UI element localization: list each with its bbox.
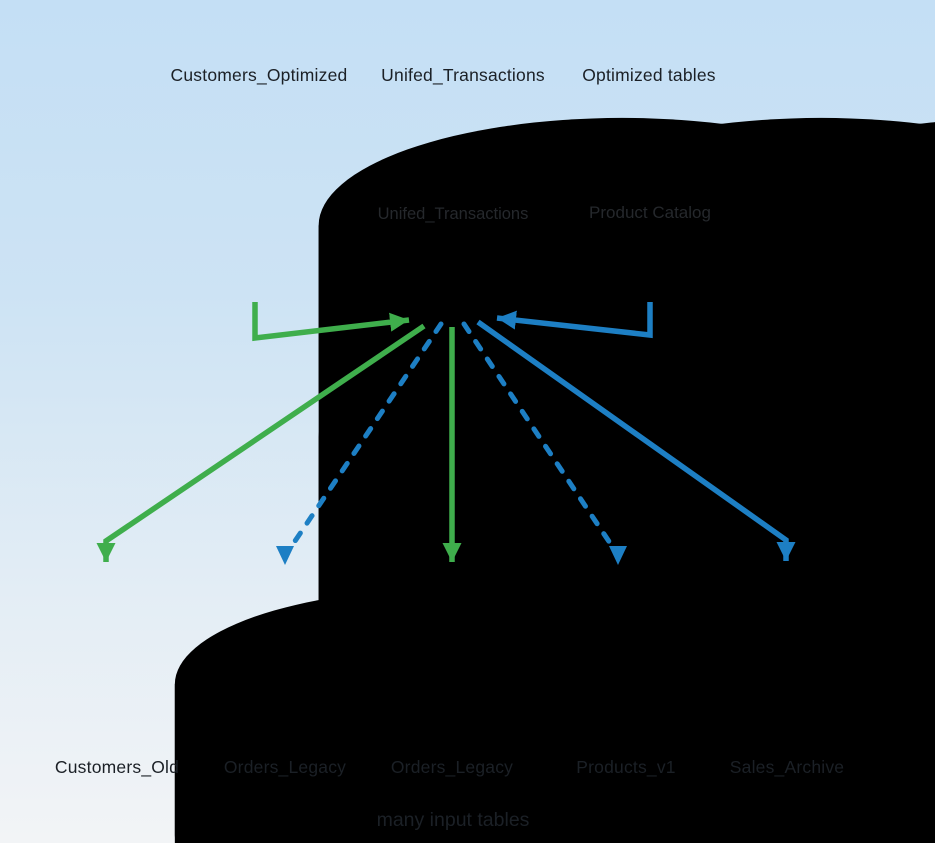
- label-customers-optimized: Customers_Optimized: [170, 65, 348, 85]
- band-text-product-catalog: Product Catalog: [589, 203, 711, 222]
- band-text-unifed-transactions: Unifed_Transactions: [377, 205, 529, 223]
- arrow-green-elbow-from-customers-optimized: [252, 302, 410, 342]
- label-orders-legacy-2: Orders_Legacy: [390, 757, 514, 777]
- label-products-v1: Products_v1: [576, 757, 676, 777]
- arrow-blue-dashed-to-orders-legacy-1: [290, 321, 444, 547]
- diagram-caption: many input tables: [376, 809, 530, 831]
- arrow-blue-dashed-to-products-v1: [461, 321, 613, 546]
- arrow-blue-diagonal-to-sales-archive: [476, 319, 796, 561]
- label-optimized-tables: Optimized tables: [582, 65, 716, 85]
- arrowhead-blue-dashed-products-v1: [609, 546, 627, 565]
- arrow-blue-elbow-from-optimized-tables: [496, 302, 653, 339]
- label-unifed-transactions: Unifed_Transactions: [381, 65, 545, 85]
- arrowhead-blue-dashed-orders-legacy-1: [276, 546, 294, 565]
- label-customers-old: Customers_Old: [54, 757, 180, 777]
- label-orders-legacy-1: Orders_Legacy: [223, 757, 347, 777]
- label-sales-archive: Sales_Archive: [729, 757, 845, 777]
- arrow-green-diagonal-to-customers-old: [96, 323, 426, 562]
